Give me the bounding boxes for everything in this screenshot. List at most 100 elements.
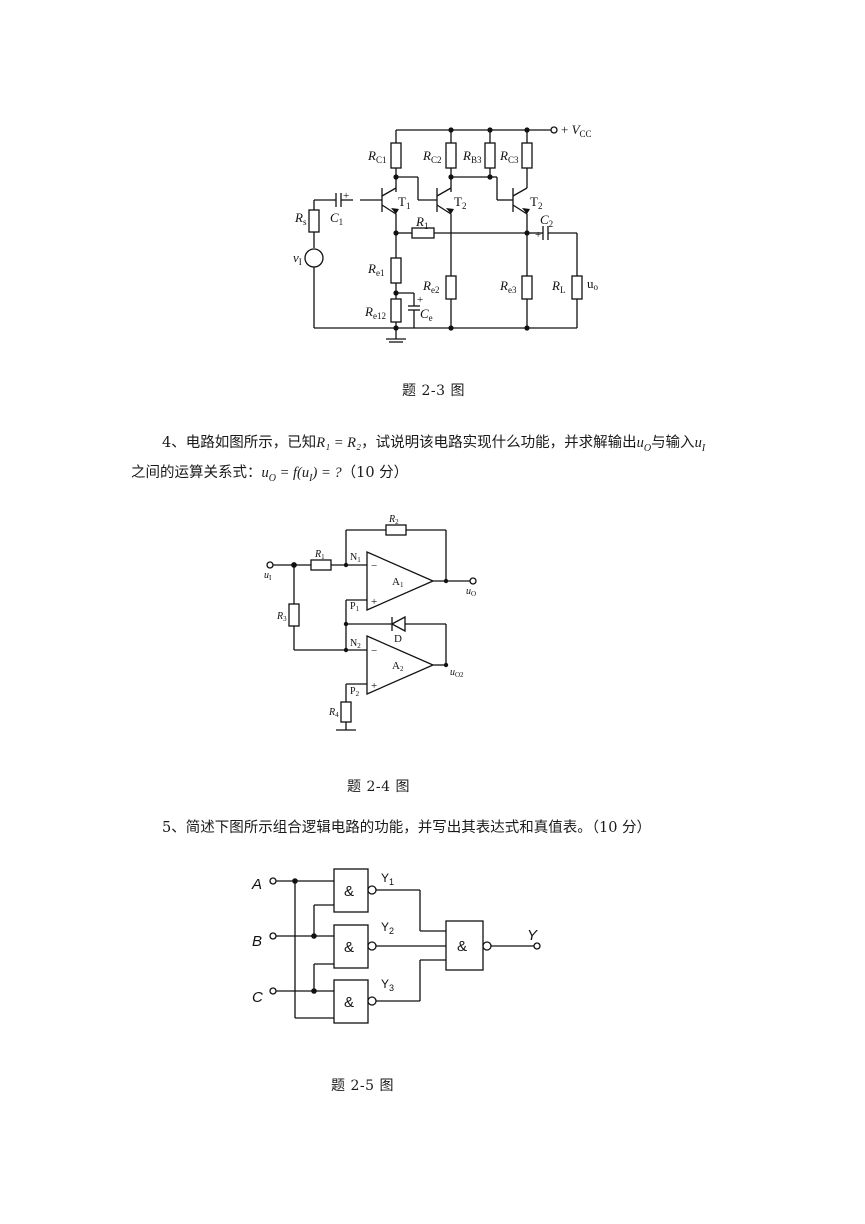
svg-text:uI: uI: [264, 570, 272, 582]
svg-text:uo: uo: [587, 276, 599, 292]
c2-plus: +: [535, 229, 541, 241]
re12-label: R: [364, 304, 373, 319]
figure-2-3-caption: 题 2-3 图: [402, 383, 465, 399]
svg-text:A1: A1: [392, 576, 404, 589]
and-gate-2-symbol: &: [344, 939, 354, 956]
p1-label: P: [350, 601, 356, 612]
rl-label: R: [551, 278, 560, 293]
svg-text:Re3: Re3: [499, 278, 517, 295]
a1-minus: −: [371, 560, 377, 572]
n1-label: N: [350, 552, 357, 563]
svg-text:R3: R3: [276, 611, 287, 623]
svg-text:R2: R2: [388, 514, 399, 526]
svg-text:RC1: RC1: [367, 148, 386, 165]
c2-label: C: [540, 212, 549, 227]
svg-text:T1: T1: [398, 194, 410, 211]
svg-text:+ VCC: + VCC: [561, 122, 592, 139]
input-b-label: B: [252, 933, 262, 950]
question-4-line-1: 4、电路如图所示，已知R₁ = R₂，试说明该电路实现什么功能，并求解输出uO与…: [162, 435, 706, 454]
vcc-label: V: [572, 122, 582, 137]
svg-text:R4: R4: [328, 707, 339, 719]
uo2-label: u: [450, 667, 455, 678]
svg-text:C2: C2: [540, 212, 553, 229]
figure-2-3-circuit: + VCC RC1 RC2 RB3 RC3 T1 T2 T2 Rs C1 + R…: [293, 122, 599, 343]
y3-label: Y: [381, 977, 389, 991]
r2-label: R: [388, 514, 395, 525]
re3-label: R: [499, 278, 508, 293]
c1-plus: +: [343, 190, 349, 202]
figure-2-5-caption: 题 2-5 图: [331, 1078, 394, 1094]
svg-text:T2: T2: [530, 194, 542, 211]
a2-minus: −: [371, 645, 377, 657]
r4-label: R: [328, 707, 335, 718]
question-4-points: （10 分）: [341, 465, 409, 481]
r1-label: R: [314, 549, 321, 560]
and-gate-1-symbol: &: [344, 883, 354, 900]
a1-label: A: [392, 576, 400, 588]
svg-text:RB3: RB3: [462, 148, 482, 165]
a2-plus: +: [371, 680, 377, 692]
svg-text:C1: C1: [330, 210, 343, 227]
diode-label: D: [394, 633, 402, 645]
figure-2-5-logic-circuit: A B C & & & & Y Y1 Y2 Y3: [251, 868, 541, 1024]
input-a-label: A: [251, 876, 262, 893]
vi-label: v: [293, 250, 299, 265]
rc2-label: R: [422, 148, 431, 163]
svg-text:RL: RL: [551, 278, 565, 295]
c1-label: C: [330, 210, 339, 225]
svg-text:uO: uO: [466, 586, 476, 598]
question-5-text: 5、简述下图所示组合逻辑电路的功能，并写出其表达式和真值表。（10 分）: [162, 820, 652, 836]
condition-r1-equals-r2: R₁ = R₂: [316, 435, 362, 451]
uo-label: u: [587, 276, 594, 291]
svg-text:RC2: RC2: [422, 148, 441, 165]
re1-label: R: [367, 261, 376, 276]
figure-2-4-caption: 题 2-4 图: [347, 779, 410, 795]
svg-text:Re12: Re12: [364, 304, 386, 321]
svg-text:Re1: Re1: [367, 261, 384, 278]
a1-plus: +: [371, 596, 377, 608]
rc3-label: R: [499, 148, 508, 163]
re2-label: R: [422, 278, 431, 293]
ce-plus: +: [417, 294, 423, 306]
rc1-label: R: [367, 148, 376, 163]
ce-label: C: [420, 306, 429, 321]
svg-text:Y1: Y1: [381, 871, 394, 887]
svg-text:Y2: Y2: [381, 920, 394, 936]
y1-label: Y: [381, 871, 389, 885]
svg-text:N2: N2: [350, 638, 361, 650]
svg-text:A2: A2: [392, 660, 404, 673]
input-c-label: C: [252, 989, 263, 1006]
rs-label: R: [294, 210, 303, 225]
and-gate-3-symbol: &: [344, 994, 354, 1011]
svg-text:R1: R1: [415, 214, 428, 231]
r3-label: R: [276, 611, 283, 622]
t1-label: T: [398, 194, 406, 209]
a2-label: A: [392, 660, 400, 672]
svg-text:N1: N1: [350, 552, 361, 564]
rb3-label: R: [462, 148, 471, 163]
svg-text:uO2: uO2: [450, 667, 464, 679]
question-4-formula: uO = f(uI) = ?: [261, 465, 342, 484]
output-y-label: Y: [527, 927, 538, 944]
p2-label: P: [350, 686, 356, 697]
svg-text:vI: vI: [293, 250, 302, 267]
t3-label: T: [530, 194, 538, 209]
t2-label: T: [454, 194, 462, 209]
svg-text:RC3: RC3: [499, 148, 519, 165]
y2-label: Y: [381, 920, 389, 934]
n2-label: N: [350, 638, 357, 649]
question-4-line-2: 之间的运算关系式：uO = f(uI) = ?（10 分）: [131, 465, 409, 484]
svg-text:P2: P2: [350, 686, 360, 698]
r1-label: R: [415, 214, 424, 229]
figure-2-4-circuit: R2 R1 N1 − + A1 P1 uI uO R3 D N2 − + A2 …: [264, 514, 477, 731]
svg-text:T2: T2: [454, 194, 466, 211]
svg-text:P1: P1: [350, 601, 360, 613]
and-gate-4-symbol: &: [457, 938, 467, 955]
uo-label: u: [466, 586, 471, 597]
svg-text:Re2: Re2: [422, 278, 439, 295]
ui-label: u: [264, 570, 269, 581]
svg-text:Y3: Y3: [381, 977, 394, 993]
vcc-plus-label: +: [561, 122, 568, 137]
svg-text:Rs: Rs: [294, 210, 307, 227]
svg-text:R1: R1: [314, 549, 325, 561]
